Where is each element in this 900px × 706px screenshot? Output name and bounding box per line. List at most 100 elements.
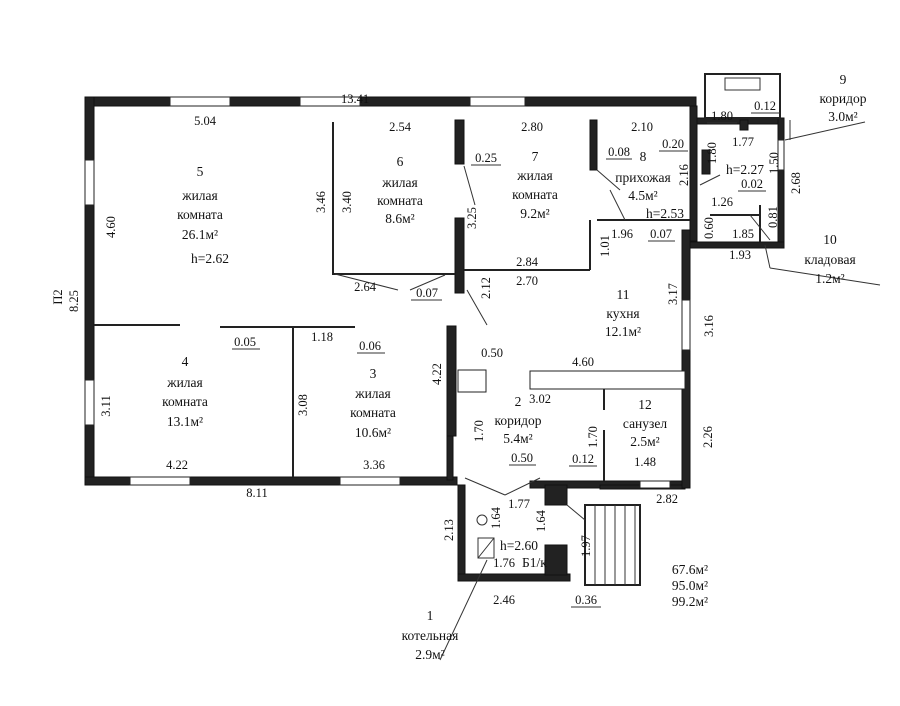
dim-7-height: 3.25 — [465, 207, 479, 229]
dim-9-180: 1.80 — [705, 142, 719, 164]
dim-annex-012: 0.12 — [754, 99, 776, 113]
room-9-name: коридор — [820, 91, 867, 106]
window-4-bottom — [129, 476, 191, 486]
room-4-area: 13.1м² — [167, 414, 203, 429]
room-8-name: прихожая — [615, 170, 670, 185]
dim-316: 3.16 — [702, 315, 716, 337]
room-7-name-1: жилая — [516, 168, 553, 183]
left-edge-mark: П2 — [51, 289, 65, 304]
dim-12-170a: 1.70 — [586, 426, 600, 448]
window-6-top — [299, 96, 361, 107]
dim-6-height: 3.40 — [340, 191, 354, 213]
window-11-right — [681, 299, 691, 351]
annex-porch — [704, 73, 781, 119]
dim-005: 0.05 — [234, 335, 256, 349]
dim-3-bottom: 3.36 — [363, 458, 385, 472]
room-11-area: 12.1м² — [605, 324, 641, 339]
wall-bottom — [84, 476, 458, 486]
wall-annex-bottom — [689, 241, 785, 249]
room-1-note: Б1/к — [522, 555, 547, 570]
wall-boiler-pier-2 — [544, 544, 568, 576]
wall-6-7-upper — [454, 119, 465, 165]
dim-4-bottom: 4.22 — [166, 458, 188, 472]
dimension-underlines — [232, 112, 780, 608]
room-12-number: 12 — [638, 397, 652, 412]
dim-126: 1.26 — [711, 195, 733, 209]
dim-460: 4.60 — [572, 355, 594, 369]
door-9 — [699, 174, 721, 186]
dim-422-vert: 4.22 — [430, 363, 444, 385]
room-10-area: 1.2м² — [815, 271, 844, 286]
dim-246: 2.46 — [493, 593, 515, 607]
window-7-top — [469, 96, 526, 107]
dim-302: 3.02 — [529, 392, 551, 406]
dim-9-150: 1.50 — [767, 152, 781, 174]
window-12-bottom — [639, 480, 671, 489]
room-3-area: 10.6м² — [355, 425, 391, 440]
room-4-name-2: комната — [162, 394, 208, 409]
room-11-name: кухня — [606, 306, 639, 321]
wall-left — [84, 96, 95, 486]
stairs — [566, 504, 641, 586]
partition-6-west — [332, 122, 400, 275]
room-12-name: санузел — [623, 416, 667, 431]
wall-boiler-pier — [544, 484, 568, 506]
room-labels: 5 жилая комната 26.1м² h=2.62 6 жилая ко… — [162, 72, 867, 662]
dim-212: 2.12 — [479, 277, 493, 299]
room-5-name-1: жилая — [181, 188, 218, 203]
window-3-bottom — [339, 476, 401, 486]
window-4-left — [84, 379, 95, 426]
wall-boiler-left — [457, 484, 466, 581]
dim-5-width: 5.04 — [194, 114, 217, 128]
dim-308: 3.08 — [296, 394, 310, 416]
dim-193: 1.93 — [729, 248, 751, 262]
boiler-unit — [477, 537, 495, 559]
dim-9-width: 1.77 — [732, 135, 754, 149]
dim-1-164: 1.64 — [489, 506, 503, 529]
leader-1 — [439, 559, 488, 661]
room-9-height: h=2.27 — [726, 162, 764, 177]
room-11-number: 11 — [617, 287, 630, 302]
summary-area-1: 67.6м² — [672, 562, 708, 577]
room-9-number: 9 — [840, 72, 847, 87]
leader-10 — [764, 244, 771, 269]
dim-left-total: 8.25 — [67, 290, 81, 312]
stair-block — [584, 504, 641, 586]
room-6-number: 6 — [397, 154, 404, 169]
door-entry — [464, 477, 506, 496]
room-2-number: 2 — [515, 394, 522, 409]
room-5-number: 5 — [197, 164, 204, 179]
door-2 — [466, 289, 488, 326]
annex-porch-step — [724, 77, 761, 91]
wall-boiler-bottom — [457, 573, 571, 582]
dim-317: 3.17 — [666, 283, 680, 305]
dim-8-height: 2.16 — [677, 164, 691, 186]
dim-060: 0.60 — [702, 217, 716, 239]
room-3-name-2: комната — [350, 405, 396, 420]
wall-right-upper — [689, 105, 698, 242]
wall-6-7-lower — [454, 217, 465, 294]
dim-8-width: 2.10 — [631, 120, 653, 134]
room-4-number: 4 — [182, 354, 189, 369]
dim-101: 1.01 — [598, 235, 612, 257]
door-entry-b — [504, 477, 541, 496]
dim-264: 2.64 — [354, 280, 377, 294]
dim-197: 1.97 — [579, 535, 593, 557]
room-7-area: 9.2м² — [520, 206, 549, 221]
dim-226: 2.26 — [701, 426, 715, 448]
room-8-area: 4.5м² — [628, 188, 657, 203]
dim-025: 0.25 — [475, 151, 497, 165]
room-2-area: 5.4м² — [503, 431, 532, 446]
dim-8-007: 0.07 — [650, 227, 672, 241]
room-4-name-1: жилая — [166, 375, 203, 390]
dim-282: 2.82 — [656, 492, 678, 506]
door-10 — [749, 214, 771, 241]
room-6-name-2: комната — [377, 193, 423, 208]
wall-8-9 — [701, 149, 711, 175]
leader-9b — [784, 121, 866, 141]
door-8b — [609, 189, 626, 221]
wall-corridor-west-lower — [446, 435, 454, 481]
dim-176: 1.76 — [493, 556, 515, 570]
dim-008: 0.08 — [608, 145, 630, 159]
dim-148: 1.48 — [634, 455, 656, 469]
